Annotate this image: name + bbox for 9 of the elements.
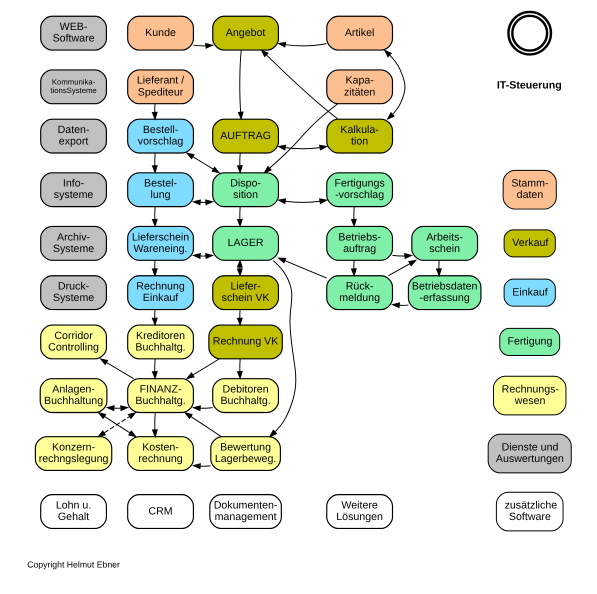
legend-label: Rechnungs- wesen [502,383,559,408]
legend-label: Fertigung [507,336,552,348]
label: IT-Steuerung [496,80,562,92]
label: Copyright Helmut Ebner [27,559,120,570]
legend-label: Dienste und Auswertungen [496,441,564,466]
legend-label: Verkauf [512,237,548,250]
legend-label: zusätzliche Software [504,499,558,524]
legend-label: Einkauf [512,286,548,298]
legend-label: Stamm- daten [511,178,549,202]
